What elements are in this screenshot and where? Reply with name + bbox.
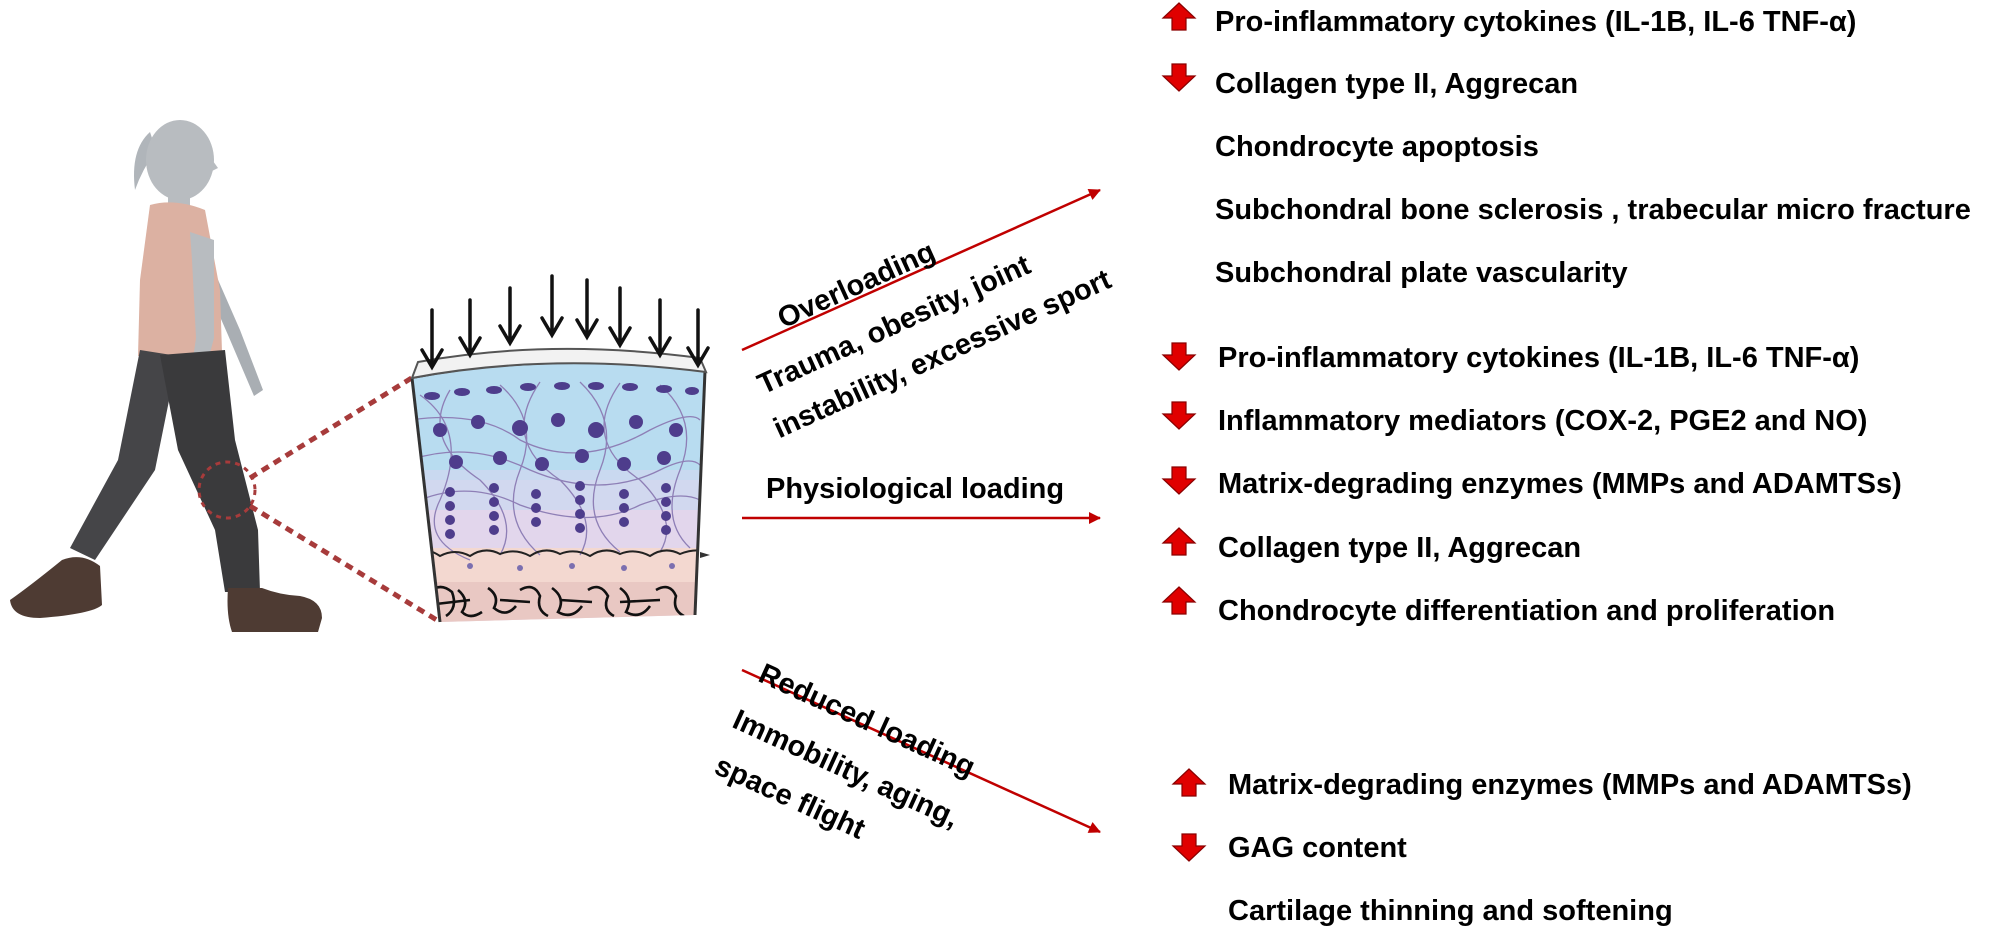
increase-arrow-icon [1172,768,1206,797]
physiological-loading-label: Physiological loading [766,473,1065,505]
load-arrows [420,274,710,371]
outcome-text: Cartilage thinning and softening [1228,895,1673,927]
outcome-text: Pro-inflammatory cytokines (IL-1B, IL-6 … [1215,6,1857,38]
walking-person-illustration [10,120,322,632]
increase-arrow-icon [1162,527,1196,556]
outcome-text: Subchondral plate vascularity [1215,257,1628,289]
outcome-text: Matrix-degrading enzymes (MMPs and ADAMT… [1228,769,1912,801]
outcome-text: Matrix-degrading enzymes (MMPs and ADAMT… [1218,468,1902,500]
outcome-text: Chondrocyte differentiation and prolifer… [1218,595,1836,627]
overloading-arrow [741,188,1101,352]
increase-arrow-icon [1162,2,1196,31]
outcome-text: Collagen type II, Aggrecan [1215,68,1579,100]
decrease-arrow-icon [1162,63,1196,92]
outcome-text: Collagen type II, Aggrecan [1218,532,1582,564]
increase-arrow-icon [1162,586,1196,615]
decrease-arrow-icon [1162,466,1196,495]
outcome-text: GAG content [1228,832,1407,864]
decrease-arrow-icon [1162,342,1196,371]
outcome-text: Chondrocyte apoptosis [1215,131,1539,163]
cartilage-cross-section [410,347,710,623]
decrease-arrow-icon [1172,833,1206,862]
zoom-line-bottom [248,503,442,625]
outcome-text: Inflammatory mediators (COX-2, PGE2 and … [1218,405,1868,437]
zoom-line-top [248,371,420,481]
reduced-arrow [741,668,1101,834]
outcome-text: Pro-inflammatory cytokines (IL-1B, IL-6 … [1218,342,1860,374]
outcome-text: Subchondral bone sclerosis , trabecular … [1215,194,1971,226]
decrease-arrow-icon [1162,401,1196,430]
